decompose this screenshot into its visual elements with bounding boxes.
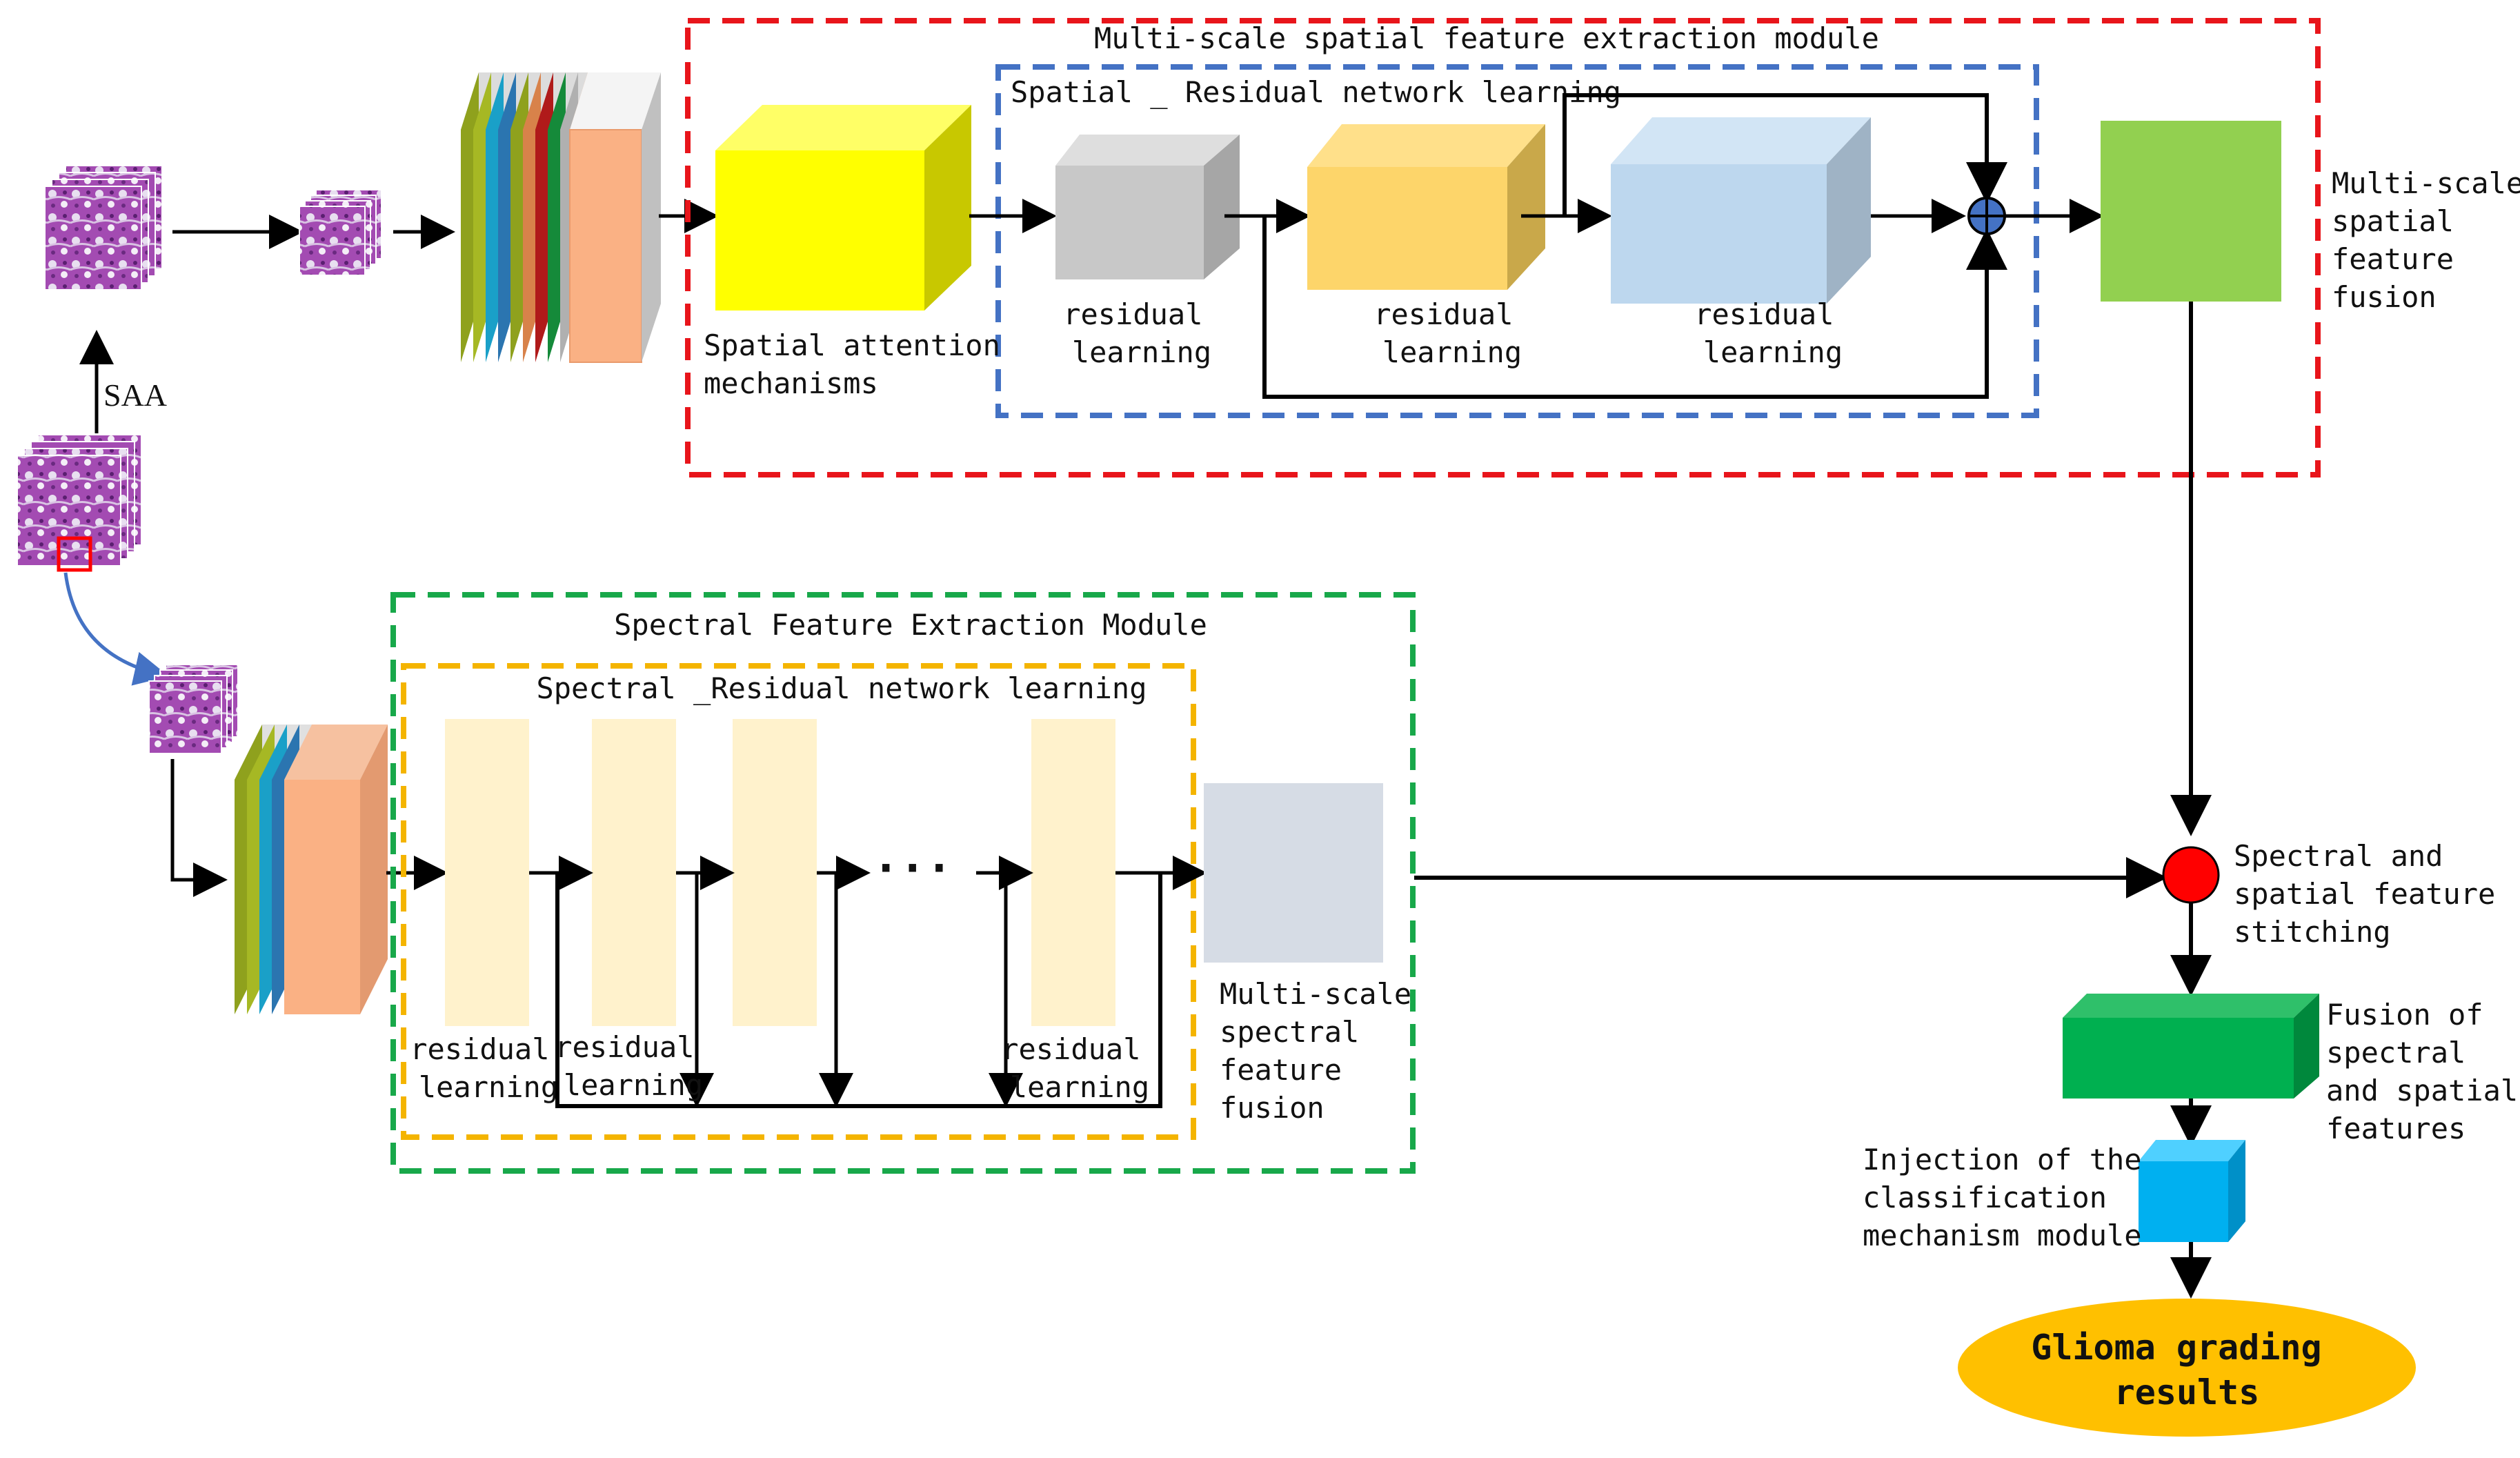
result-ellipse bbox=[1958, 1299, 2416, 1437]
spectral-residual-block-2 bbox=[592, 719, 676, 1026]
spectral-ellipsis: ··· bbox=[873, 843, 953, 894]
residual-block-yellow bbox=[1307, 124, 1545, 290]
saa-input-stack bbox=[44, 165, 163, 290]
sum-node bbox=[1967, 197, 2006, 235]
fusion-cube bbox=[2063, 994, 2319, 1099]
spatial-fusion-label: Multi-scale spatial feature fusion bbox=[2332, 166, 2520, 314]
residual-label-1: residual learning bbox=[1063, 297, 1220, 369]
spatial-module-title: Multi-scale spatial feature extraction m… bbox=[1094, 21, 1879, 55]
spatial-residual-box bbox=[995, 64, 2039, 418]
spectral-module-box bbox=[390, 592, 1416, 1174]
spatial-feature-stack bbox=[461, 72, 661, 363]
residual-label-2: residual learning bbox=[1373, 297, 1531, 369]
spectral-module-title: Spectral Feature Extraction Module bbox=[614, 608, 1207, 642]
injection-label: Injection of the classification mechanis… bbox=[1863, 1143, 2159, 1252]
stitching-label: Spectral and spatial feature stitching bbox=[2234, 839, 2513, 949]
spectral-residual-block-1 bbox=[445, 719, 529, 1026]
spectral-residual-label-4: residual learning bbox=[1001, 1032, 1158, 1104]
spectral-fusion-label: Multi-scale spectral feature fusion bbox=[1220, 977, 1429, 1125]
spatial-attention-label: Spatial attention mechanisms bbox=[704, 328, 1018, 400]
spectral-patch-stack bbox=[148, 664, 239, 754]
injection-cube bbox=[2139, 1140, 2245, 1242]
spectral-residual-block-3 bbox=[733, 719, 817, 1026]
residual-label-3: residual learning bbox=[1694, 297, 1852, 369]
spatial-module-box bbox=[685, 18, 2321, 477]
spatial-patch-stack bbox=[299, 189, 382, 276]
spectral-fusion-block bbox=[1204, 783, 1383, 963]
fusion-features-label: Fusion of spectral and spatial features bbox=[2326, 998, 2520, 1145]
residual-block-gray bbox=[1055, 135, 1240, 279]
stitching-node bbox=[2162, 846, 2220, 904]
spectral-residual-label-1: residual learning bbox=[410, 1032, 567, 1104]
spectral-residual-box bbox=[401, 663, 1196, 1140]
spatial-residual-title: Spatial _ Residual network learning bbox=[1011, 75, 1621, 109]
spectral-feature-stack bbox=[235, 725, 388, 1014]
saa-label: SAA bbox=[103, 377, 167, 413]
spatial-fusion-block bbox=[2101, 121, 2281, 302]
spectral-residual-title: Spectral _Residual network learning bbox=[536, 671, 1147, 705]
spectral-residual-label-2: residual learning bbox=[555, 1030, 712, 1102]
spectral-residual-block-4 bbox=[1031, 719, 1115, 1026]
spatial-attention-cube bbox=[715, 105, 971, 311]
residual-block-blue bbox=[1611, 117, 1871, 304]
result-label: Glioma grading results bbox=[2031, 1328, 2343, 1412]
original-input-stack bbox=[17, 434, 142, 572]
